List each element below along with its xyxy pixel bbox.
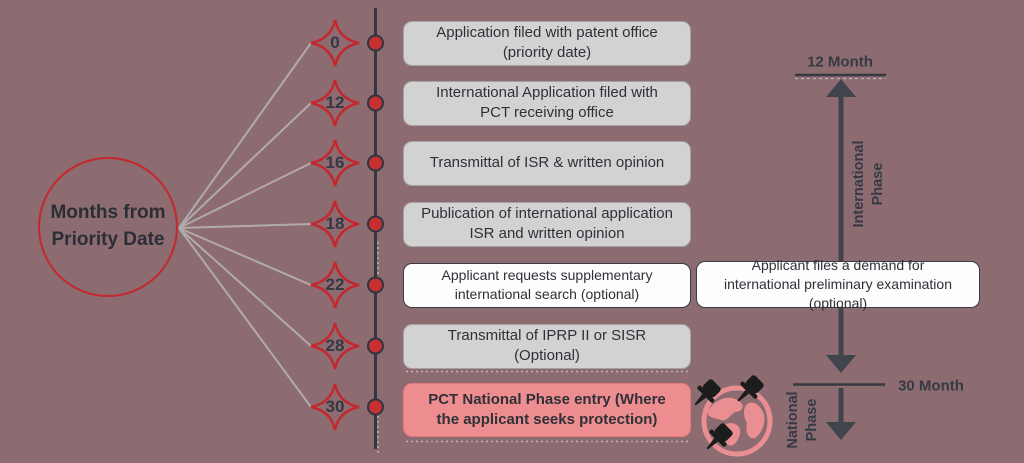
event-box-iprp-transmittal: Transmittal of IPRP II or SISR (Optional… xyxy=(403,323,691,369)
international-phase-arrow xyxy=(826,79,856,373)
event-box-priority-filing: Application filed with patent office (pr… xyxy=(403,20,691,66)
month-marker-18: 18 xyxy=(325,214,345,233)
month-marker-12: 12 xyxy=(325,93,345,112)
timeline-dots xyxy=(367,34,384,416)
national-phase-label: National Phase xyxy=(785,391,820,449)
event-box-demand-preliminary-examination: Applicant files a demand for internation… xyxy=(696,257,980,311)
international-phase-label: International Phase xyxy=(851,140,886,228)
month-marker-28: 28 xyxy=(325,336,345,355)
month-marker-30: 30 xyxy=(325,397,345,416)
fan-lines xyxy=(178,42,312,408)
month-marker-16: 16 xyxy=(325,153,345,172)
twelve-month-label: 12 Month xyxy=(807,53,873,71)
month-marker-0: 0 xyxy=(330,33,340,52)
thirty-month-label: 30 Month xyxy=(898,377,964,395)
globe-icon xyxy=(687,371,773,457)
event-box-publication: Publication of international application… xyxy=(403,201,691,247)
national-phase-arrow xyxy=(826,388,856,440)
event-box-supplementary-search: Applicant requests supplementary interna… xyxy=(403,262,691,308)
months-from-priority-date-circle: Months from Priority Date xyxy=(38,157,178,297)
event-box-isr-transmittal: Transmittal of ISR & written opinion xyxy=(403,140,691,186)
month-marker-22: 22 xyxy=(325,275,345,294)
event-box-international-filing: International Application filed with PCT… xyxy=(403,80,691,126)
event-box-national-phase-entry: PCT National Phase entry (Where the appl… xyxy=(403,383,691,437)
